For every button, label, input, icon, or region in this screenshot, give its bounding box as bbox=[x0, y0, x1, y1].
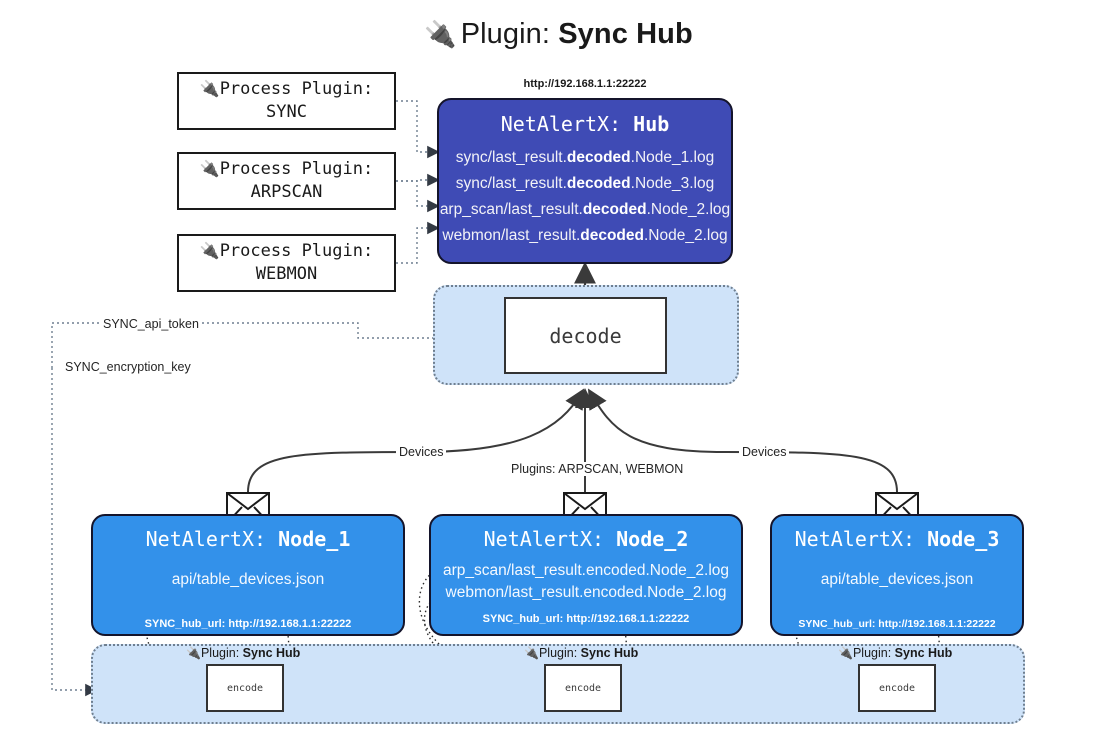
process-plugin-box-sync[interactable]: 🔌Process Plugin: SYNC bbox=[177, 72, 396, 130]
encoder-plugin-label-3: 🔌Plugin: Sync Hub bbox=[838, 646, 953, 660]
encode-box-2[interactable]: encode bbox=[544, 664, 622, 712]
node-title: NetAlertX: Node_2 bbox=[483, 527, 689, 551]
process-plugin-line1: 🔌Process Plugin: bbox=[199, 159, 374, 180]
encoder-plugin-label-2: 🔌Plugin: Sync Hub bbox=[524, 646, 639, 660]
node-box-node-2[interactable]: NetAlertX: Node_2 arp_scan/last_result.e… bbox=[429, 514, 743, 636]
process-plugin-name: SYNC bbox=[266, 102, 307, 122]
edge-label-plugins-center: Plugins: ARPSCAN, WEBMON bbox=[508, 462, 687, 476]
node-title: NetAlertX: Node_3 bbox=[794, 527, 1000, 551]
plug-icon: 🔌 bbox=[838, 646, 853, 660]
node-title: NetAlertX: Node_1 bbox=[145, 527, 351, 551]
edge-label-devices-right: Devices bbox=[739, 445, 790, 459]
hub-log-line: arp_scan/last_result.decoded.Node_2.log bbox=[439, 201, 731, 219]
page-title-prefix: Plugin: bbox=[460, 18, 551, 50]
encoder-plugin-label-1: 🔌Plugin: Sync Hub bbox=[186, 646, 301, 660]
page-title-name: Sync Hub bbox=[558, 18, 693, 50]
node-line: api/table_devices.json bbox=[171, 571, 325, 588]
hub-title: NetAlertX: Hub bbox=[500, 112, 670, 136]
plug-icon: 🔌 bbox=[186, 646, 201, 660]
node-line: arp_scan/last_result.encoded.Node_2.log bbox=[442, 562, 730, 579]
hub-log-line: sync/last_result.decoded.Node_3.log bbox=[455, 175, 715, 193]
edge-label-devices-left: Devices bbox=[396, 445, 447, 459]
process-plugin-name: ARPSCAN bbox=[250, 182, 323, 202]
encode-box-1[interactable]: encode bbox=[206, 664, 284, 712]
plug-icon: 🔌 bbox=[524, 646, 539, 660]
plug-icon: 🔌 bbox=[199, 159, 220, 179]
decode-box[interactable]: decode bbox=[504, 297, 667, 374]
hub-log-line: sync/last_result.decoded.Node_1.log bbox=[455, 149, 715, 166]
hub-node[interactable]: NetAlertX: Hub sync/last_result.decoded.… bbox=[437, 98, 733, 264]
plug-icon: 🔌 bbox=[199, 79, 220, 99]
hub-log-line: webmon/last_result.decoded.Node_2.log bbox=[442, 227, 728, 245]
hub-url-label: http://192.168.1.1:22222 bbox=[523, 78, 647, 90]
node-box-node-1[interactable]: NetAlertX: Node_1 api/table_devices.json… bbox=[91, 514, 405, 636]
process-plugin-name: WEBMON bbox=[255, 264, 318, 284]
process-plugin-line1: 🔌Process Plugin: bbox=[199, 241, 374, 262]
process-plugin-box-webmon[interactable]: 🔌Process Plugin: WEBMON bbox=[177, 234, 396, 292]
node-footer: SYNC_hub_url: http://192.168.1.1:22222 bbox=[798, 618, 996, 631]
process-plugin-box-arpscan[interactable]: 🔌Process Plugin: ARPSCAN bbox=[177, 152, 396, 210]
node-box-node-3[interactable]: NetAlertX: Node_3 api/table_devices.json… bbox=[770, 514, 1024, 636]
sync-encryption-key-label: SYNC_encryption_key bbox=[62, 360, 194, 374]
page-title: 🔌Plugin: Sync Hub bbox=[0, 18, 1117, 51]
plug-icon: 🔌 bbox=[424, 19, 457, 49]
process-plugin-line1: 🔌Process Plugin: bbox=[199, 79, 374, 100]
node-footer: SYNC_hub_url: http://192.168.1.1:22222 bbox=[144, 618, 352, 631]
node-footer: SYNC_hub_url: http://192.168.1.1:22222 bbox=[482, 612, 690, 625]
sync-api-token-label: SYNC_api_token bbox=[100, 317, 202, 331]
node-line: api/table_devices.json bbox=[820, 571, 974, 588]
node-line: webmon/last_result.encoded.Node_2.log bbox=[445, 584, 727, 602]
plug-icon: 🔌 bbox=[199, 241, 220, 261]
encode-box-3[interactable]: encode bbox=[858, 664, 936, 712]
